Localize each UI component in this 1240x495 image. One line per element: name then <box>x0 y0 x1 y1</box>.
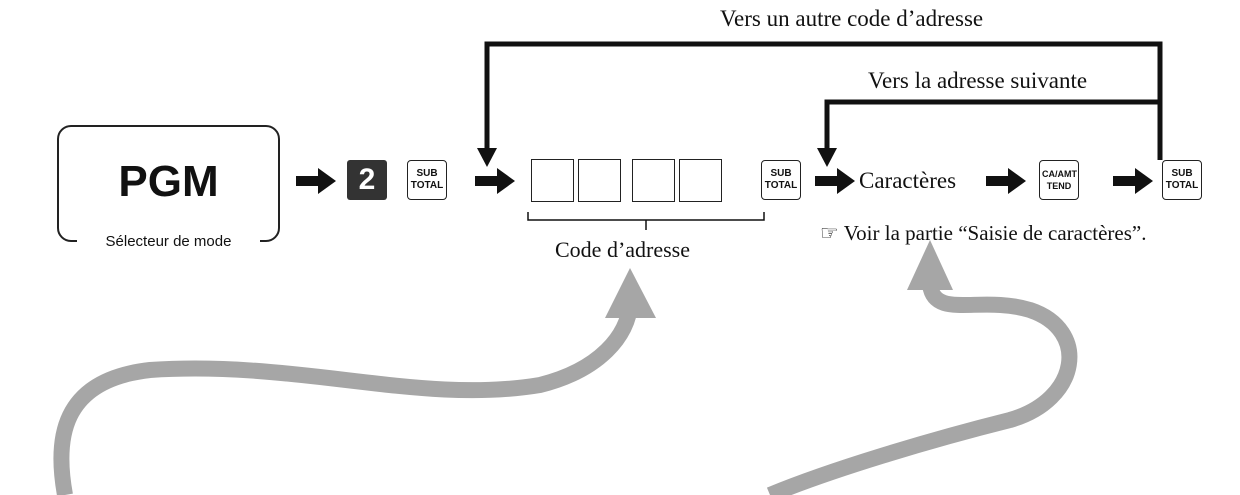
subtotal-key-2: SUB TOTAL <box>761 160 801 200</box>
flow-arrow-4 <box>986 168 1026 194</box>
loop-label-other-address-code: Vers un autre code d’adresse <box>720 6 984 31</box>
address-code-label: Code d’adresse <box>555 237 691 262</box>
subtotal-key-3: SUB TOTAL <box>1162 160 1202 200</box>
loop-arrowhead-next-address <box>817 148 837 167</box>
address-digit-box-1 <box>531 159 574 202</box>
address-digit-box-2 <box>578 159 621 202</box>
subtotal-key-line1: SUB <box>770 168 792 179</box>
address-digit-box-4 <box>679 159 722 202</box>
address-digit-box-3 <box>632 159 675 202</box>
flow-arrow-5 <box>1113 168 1153 194</box>
curved-arrow-to-characters <box>766 282 1078 495</box>
characters-note: ☞ Voir la partie “Saisie de caractères”. <box>820 221 1147 245</box>
loop-label-next-address: Vers la adresse suivante <box>868 68 1088 93</box>
subtotal-key-line2: TOTAL <box>1165 180 1199 191</box>
mode-switch-caption: Sélecteur de mode <box>77 233 260 250</box>
subtotal-key-line1: SUB <box>416 168 438 179</box>
loop-arrowhead-other-address-code <box>477 148 497 167</box>
curved-arrow-to-address-code <box>53 303 638 495</box>
characters-label: Caractères <box>859 168 957 193</box>
flow-arrow-3 <box>815 168 855 194</box>
ca-amt-tend-key-label: CA/AMT TEND <box>1042 169 1077 191</box>
curved-arrow-head-characters <box>907 240 953 290</box>
subtotal-key-1: SUB TOTAL <box>407 160 447 200</box>
flow-arrow-1 <box>296 168 336 194</box>
subtotal-key-line1: SUB <box>1171 168 1193 179</box>
number-key-2: 2 <box>347 160 387 200</box>
loop-line-next-address <box>824 99 1160 152</box>
mode-switch: PGM Sélecteur de mode <box>57 125 280 250</box>
mode-switch-label: PGM <box>118 157 219 206</box>
subtotal-key-line2: TOTAL <box>410 180 444 191</box>
ca-amt-tend-key: CA/AMT TEND <box>1039 160 1079 200</box>
subtotal-key-line2: TOTAL <box>764 180 798 191</box>
flow-arrow-2 <box>475 168 515 194</box>
curved-arrow-head-address <box>605 268 656 318</box>
address-code-bracket <box>527 212 765 230</box>
